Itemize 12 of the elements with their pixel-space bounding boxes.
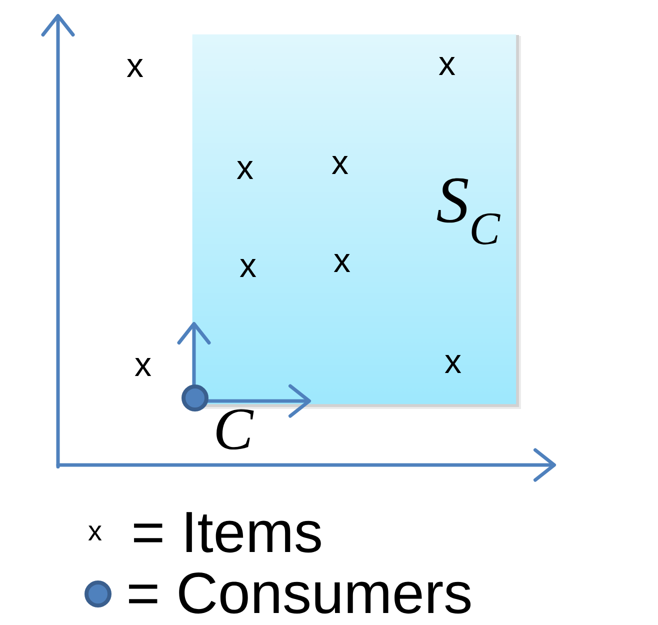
- legend-label: = Consumers: [129, 572, 471, 614]
- item-mark: x: [334, 254, 350, 272]
- item-mark: x: [134, 358, 152, 376]
- item-mark: x: [438, 57, 456, 75]
- item-mark: x: [88, 526, 102, 540]
- item-mark: x: [236, 161, 254, 179]
- consumer-label: C: [216, 409, 254, 450]
- item-mark: x: [332, 156, 348, 174]
- item-mark: x: [126, 59, 144, 77]
- item-mark: x: [240, 259, 256, 277]
- item-mark: x: [444, 355, 462, 373]
- legend-label: = Items: [134, 512, 321, 553]
